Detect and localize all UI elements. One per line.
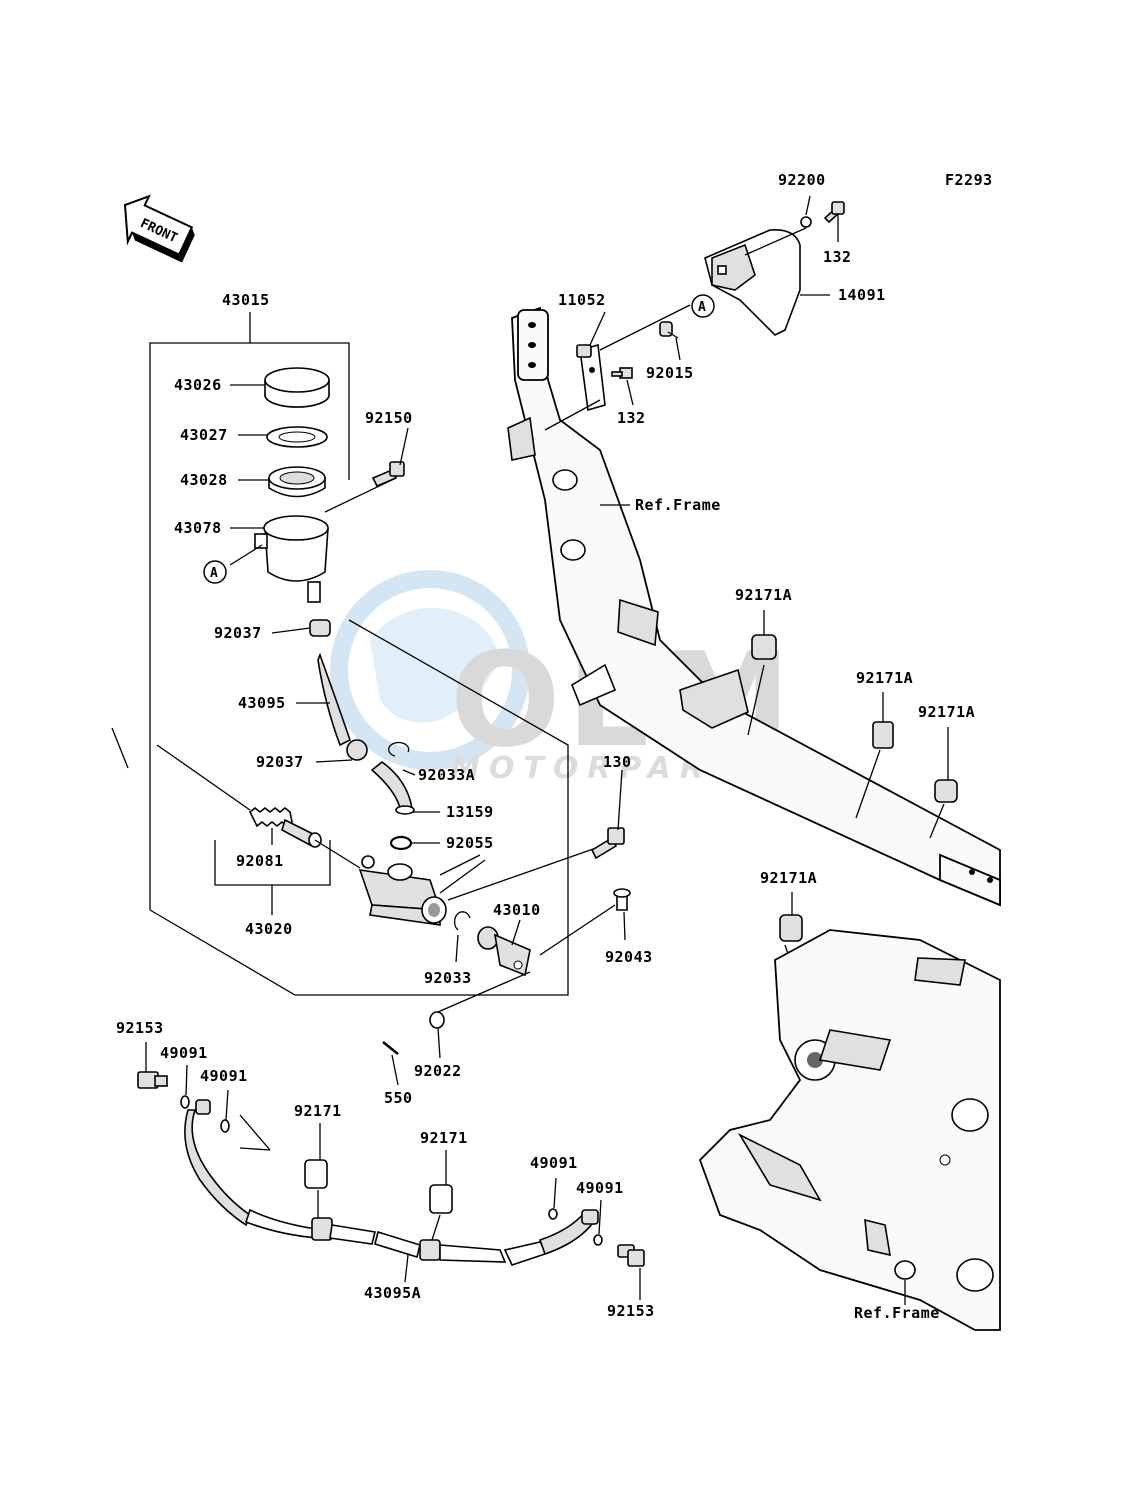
label-92171A-1: 92171A: [735, 586, 792, 604]
label-92037-lower: 92037: [256, 753, 304, 771]
bolt-130: [590, 827, 625, 860]
label-49091-c: 49091: [530, 1154, 578, 1172]
callout-a-right: A: [691, 294, 715, 318]
watermark-globe-icon: [330, 570, 530, 770]
reservoir-tank: [254, 515, 329, 603]
part-labels: 43015 43026 43027 43028 43078 92037 4309…: [116, 171, 975, 1322]
connector-13159: [370, 760, 413, 809]
reservoir-cap: [264, 367, 330, 408]
label-43015: 43015: [222, 291, 270, 309]
label-92043: 92043: [605, 948, 653, 966]
label-92171-mid: 92171: [420, 1129, 468, 1147]
washer-49091-a: [180, 1095, 190, 1109]
label-14091: 14091: [838, 286, 886, 304]
banjo-bolt-92153-left: [137, 1042, 168, 1089]
label-92171-left: 92171: [294, 1102, 342, 1120]
clip-92171-1: [304, 1123, 328, 1218]
label-43095A: 43095A: [364, 1284, 421, 1302]
svg-text:A: A: [210, 566, 218, 581]
label-130: 130: [603, 753, 632, 771]
label-49091-a: 49091: [160, 1044, 208, 1062]
label-43027: 43027: [180, 426, 228, 444]
label-43026: 43026: [174, 376, 222, 394]
banjo-bolt-92153-right: [617, 1244, 645, 1300]
label-132-upper: 132: [617, 409, 646, 427]
label-43010: 43010: [493, 901, 541, 919]
leader-lines-left: [156, 384, 626, 1086]
bolt-132-cover: [823, 201, 845, 224]
washer-49091-d: [593, 1234, 603, 1246]
label-43028: 43028: [180, 471, 228, 489]
diaphragm-plate: [268, 466, 326, 498]
label-92171A-2: 92171A: [856, 669, 913, 687]
circlip-92033A: [388, 741, 410, 757]
front-arrow-icon: FRONT: [123, 194, 195, 263]
figure-code: F2293: [945, 171, 993, 189]
washer-92022: [429, 1011, 445, 1029]
snap-ring-92033: [453, 911, 471, 931]
washer-49091-b: [220, 1119, 230, 1133]
label-92055: 92055: [446, 834, 494, 852]
leader-lines-hose: [185, 1064, 602, 1283]
reservoir-hose: [317, 652, 351, 747]
bolt-92150: [371, 461, 405, 488]
frame-lower: [698, 929, 1001, 1331]
label-92200: 92200: [778, 171, 826, 189]
piston-spring: [248, 806, 322, 848]
assembly-bracket-43020: [214, 840, 331, 915]
label-92153-left: 92153: [116, 1019, 164, 1037]
label-92022: 92022: [414, 1062, 462, 1080]
label-132-cover: 132: [823, 248, 852, 266]
label-550: 550: [384, 1089, 413, 1107]
clip-92171A-3: [929, 727, 958, 839]
label-92150: 92150: [365, 409, 413, 427]
label-92033A: 92033A: [418, 766, 475, 784]
svg-text:A: A: [698, 300, 706, 315]
washer-49091-c: [548, 1208, 558, 1220]
hose-clamp: [309, 619, 331, 637]
o-ring-92055: [389, 835, 413, 851]
label-49091-d: 49091: [576, 1179, 624, 1197]
cotter-pin-550: [382, 1041, 399, 1055]
label-92081: 92081: [236, 852, 284, 870]
label-13159: 13159: [446, 803, 494, 821]
hose-clamp-lower: [346, 739, 368, 761]
label-92171A-4: 92171A: [760, 869, 817, 887]
brake-hose-43095A: [184, 1099, 599, 1266]
clip-92171A-2: [855, 692, 894, 819]
leader-lines-right: [544, 195, 839, 506]
label-92037-upper: 92037: [214, 624, 262, 642]
frame-down-tube: [507, 306, 1001, 907]
pin-92043: [613, 888, 631, 911]
label-49091-b: 49091: [200, 1067, 248, 1085]
label-ref-frame-upper: Ref.Frame: [635, 496, 721, 514]
bolt-132-upper: [611, 367, 633, 379]
label-43078: 43078: [174, 519, 222, 537]
master-cylinder-body: [358, 855, 447, 926]
label-92015: 92015: [646, 364, 694, 382]
washer-92200: [800, 216, 812, 228]
label-11052: 11052: [558, 291, 606, 309]
label-ref-frame-lower: Ref.Frame: [854, 1304, 940, 1322]
assembly-bracket-43015: [111, 312, 569, 996]
label-43095: 43095: [238, 694, 286, 712]
cover-14091: [704, 228, 801, 336]
clip-92171-2: [429, 1150, 453, 1241]
bracket-11052: [576, 343, 606, 412]
label-92171A-3: 92171A: [918, 703, 975, 721]
callout-a-left: A: [203, 560, 227, 584]
clip-92171A-1: [747, 610, 777, 736]
pushrod-clevis: [477, 926, 531, 977]
label-92033: 92033: [424, 969, 472, 987]
label-43020: 43020: [245, 920, 293, 938]
label-92153-right: 92153: [607, 1302, 655, 1320]
